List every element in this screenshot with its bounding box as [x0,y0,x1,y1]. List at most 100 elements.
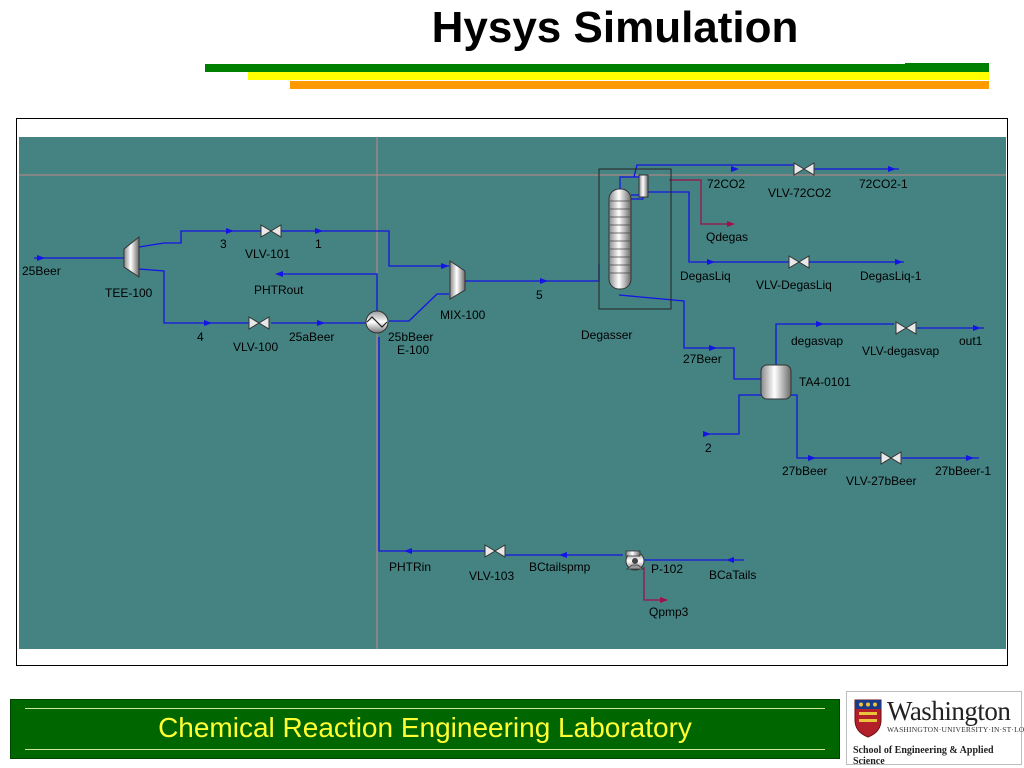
label-out1: out1 [959,334,983,348]
energy-qpmp3[interactable] [643,567,664,601]
arrow-phtrin [404,548,412,554]
vlv-degasliq-valve-b[interactable] [798,255,810,269]
label-ta4-0101: TA4-0101 [799,375,851,389]
washington-university-logo: Washington WASHINGTON·UNIVERSITY·IN·ST·L… [846,691,1024,767]
label-vlv-103: VLV-103 [469,569,514,583]
label-bctailspmp: BCtailspmp [529,560,591,574]
vlv-72co2-valve[interactable] [793,162,805,176]
e-100-heat-exchanger[interactable] [365,310,389,334]
label-phtrout: PHTRout [254,283,304,297]
arrow-72co2 [731,166,739,172]
degasser-condenser[interactable] [638,174,649,198]
logo-subtitle: WASHINGTON·UNIVERSITY·IN·ST·LOUIS [887,725,1024,734]
vlv-100-valve[interactable] [248,316,260,330]
arrow-bctailspmp [559,552,567,558]
vlv-27bbeer-valve[interactable] [880,451,892,465]
degasser-column[interactable] [608,188,632,290]
vlv-100-valve-b[interactable] [258,316,270,330]
logo-school: School of Engineering & Applied Science [853,745,994,767]
title-bar-yellow [248,72,989,80]
stream-phtrin[interactable] [378,337,485,552]
label-qdegas: Qdegas [706,230,748,244]
label-mix-100: MIX-100 [440,308,486,322]
label-degasvap: degasvap [791,334,843,348]
label-stream-3: 3 [220,237,227,251]
label-vlv-27bbeer: VLV-27bBeer [846,474,917,488]
arrow-1 [315,228,323,234]
label-72co2-1: 72CO2-1 [859,177,908,191]
label-degasliq: DegasLiq [680,269,731,283]
arrow-qdegas [727,221,735,227]
ta4-0101-flash-tank[interactable] [760,364,792,400]
label-phtrin: PHTRin [389,560,431,574]
stream-25bbeer[interactable] [389,293,449,322]
stream-2[interactable] [709,394,761,435]
label-vlv-degasvap: VLV-degasvap [862,344,939,358]
arrow-5 [540,278,548,284]
arrow-phtrout [275,271,283,277]
label-stream-2: 2 [705,441,712,455]
label-72co2: 72CO2 [707,177,745,191]
label-25bbeer: 25bBeer [388,330,433,344]
arrow-degasvap [816,321,824,327]
label-stream-1: 1 [315,237,322,251]
title-bar-green-main [205,64,989,72]
stream-degasvap[interactable] [775,323,894,367]
stream-3[interactable] [138,230,261,248]
arrow-27bbeer-1 [966,455,974,461]
mix-100-mixer[interactable] [449,260,466,300]
stream-phtrout[interactable] [281,273,378,312]
stream-1[interactable] [281,230,449,267]
arrow-4 [204,320,212,326]
vlv-72co2-valve-b[interactable] [803,162,815,176]
label-vlv-100: VLV-100 [233,340,278,354]
arrow-into-mixer [441,263,449,269]
vlv-103-valve-b[interactable] [494,544,506,558]
arrow-27bbeer [808,455,816,461]
label-degasser: Degasser [581,328,632,342]
arrow-out1 [973,325,981,331]
label-stream-4: 4 [197,330,204,344]
vlv-degasliq-valve[interactable] [788,255,800,269]
arrow-27beer [709,345,717,351]
flowsheet-canvas [19,137,1006,649]
tee-100-splitter[interactable] [123,235,140,278]
label-vlv-101: VLV-101 [245,247,290,261]
energy-qdegas[interactable] [669,179,731,225]
footer-banner: Chemical Reaction Engineering Laboratory [10,699,840,759]
arrow-degasliq-1 [895,259,903,265]
label-p-102: P-102 [651,562,683,576]
p-102-pump[interactable] [625,550,645,571]
wu-shield-icon [854,699,882,738]
label-25abeer: 25aBeer [289,330,334,344]
label-27bbeer-1: 27bBeer-1 [935,464,991,478]
stream-72co2[interactable] [633,164,794,178]
label-e-100: E-100 [397,343,429,357]
stream-degasliq[interactable] [644,191,789,263]
vlv-101-valve-b[interactable] [270,224,282,238]
logo-name: Washington [887,696,1011,726]
vlv-103-valve[interactable] [484,544,496,558]
arrow-2 [703,431,711,437]
arrow-72co2-1 [888,166,896,172]
label-stream-5: 5 [536,288,543,302]
vlv-101-valve[interactable] [260,224,272,238]
title-bar-orange [290,81,989,89]
vlv-degasvap-valve-b[interactable] [905,321,917,335]
label-tee-100: TEE-100 [105,286,153,300]
label-bcatails: BCaTails [709,568,756,582]
stream-27bbeer[interactable] [791,394,881,459]
arrow-25beer [37,255,45,261]
arrow-3 [226,228,234,234]
process-flow-diagram: 25Beer TEE-100 3 VLV-101 1 PHTRout 4 VLV… [19,137,1006,649]
arrow-qpmp3 [660,597,668,603]
label-vlv-degasliq: VLV-DegasLiq [756,278,832,292]
label-qpmp3: Qpmp3 [649,605,689,619]
footer-text: Chemical Reaction Engineering Laboratory [158,712,692,743]
arrow-bcatails [726,557,734,563]
slide-title: Hysys Simulation [431,3,799,52]
degasser-reflux-line [619,176,644,200]
vlv-27bbeer-valve-b[interactable] [890,451,902,465]
label-25beer: 25Beer [22,264,61,278]
vlv-degasvap-valve[interactable] [895,321,907,335]
